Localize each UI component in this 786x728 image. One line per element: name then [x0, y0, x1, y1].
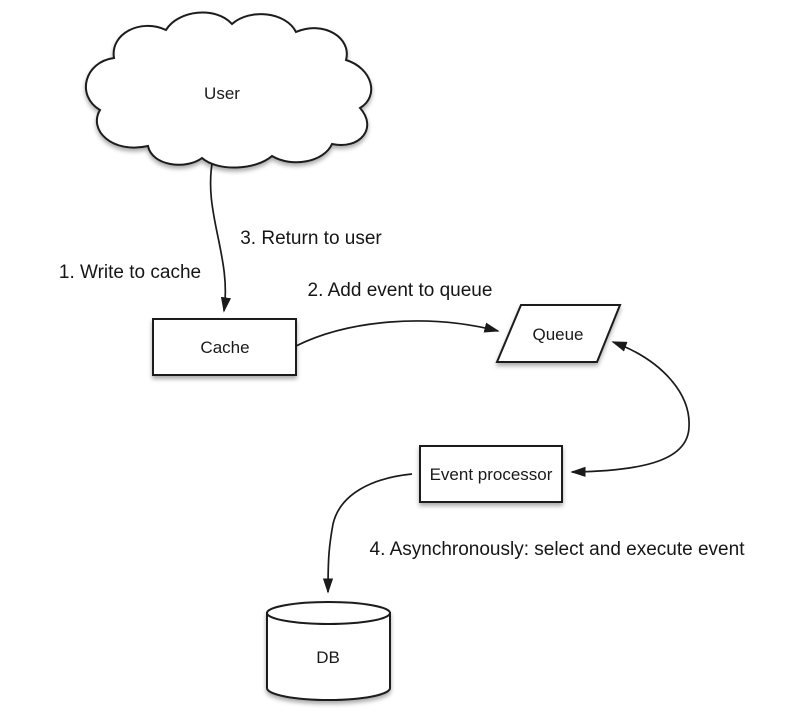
annotation-step-3: 3. Return to user — [240, 228, 382, 249]
node-db-cylinder — [266, 601, 391, 701]
node-user-label: User — [204, 84, 240, 103]
node-queue-label: Queue — [532, 325, 583, 344]
annotation-step-2: 2. Add event to queue — [308, 280, 493, 301]
annotation-step-1: 1. Write to cache — [59, 262, 201, 283]
edge-queue-to-event-processor — [570, 341, 690, 477]
node-db-label: DB — [316, 648, 340, 667]
node-user-cloud — [84, 11, 373, 169]
node-cache-label: Cache — [200, 338, 249, 357]
db-cylinder-top — [266, 601, 391, 625]
node-event-processor-rect — [419, 445, 563, 503]
edge-cache-to-queue — [295, 320, 500, 347]
node-queue-parallelogram — [495, 304, 622, 363]
node-event-processor-label: Event processor — [430, 465, 553, 484]
node-cache-rect — [152, 318, 297, 376]
edge-user-to-cache — [209, 157, 231, 313]
edge-event-processor-to-db — [322, 473, 413, 594]
annotation-step-4: 4. Asynchronously: select and execute ev… — [370, 539, 746, 560]
db-cylinder-body — [266, 612, 391, 701]
